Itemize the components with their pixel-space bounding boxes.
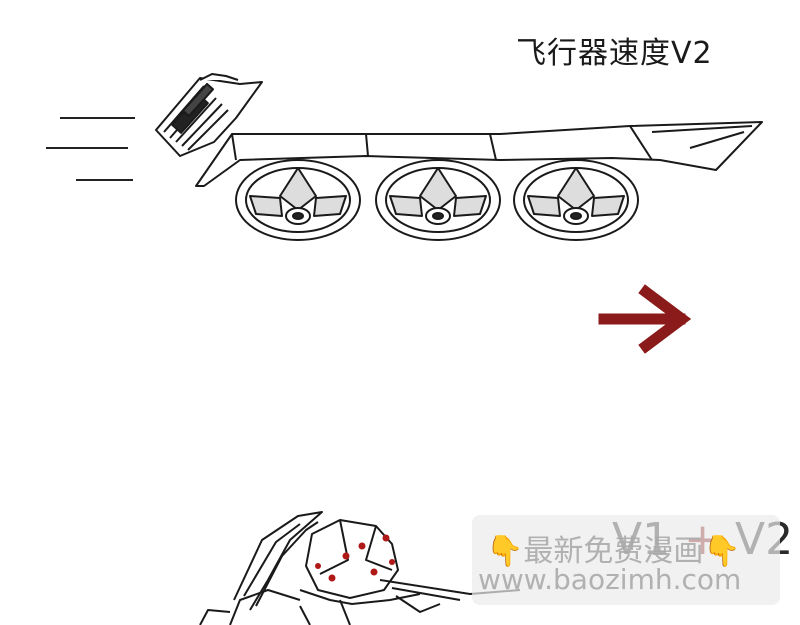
right-arrow-icon [598,284,692,354]
watermark-box [472,515,780,605]
wheel [235,159,361,241]
watermark-url[interactable]: www.baozimh.com [478,563,742,596]
vehicle-body [195,121,763,187]
pointing-down-hand-icon: 👇 [486,534,524,569]
speed-lines [46,117,135,181]
flying-vehicle [155,73,763,241]
pointing-down-hand-icon: 👇 [703,534,741,569]
rear-thruster [155,73,263,157]
wheel [513,159,639,241]
robot-sketch [199,511,521,625]
watermark-line1: 👇最新免费漫画👇 [486,526,741,570]
watermark-text: 最新免费漫画 [523,534,704,569]
wheel [375,159,501,241]
panel-title: 飞行器速度V2 [516,36,713,71]
